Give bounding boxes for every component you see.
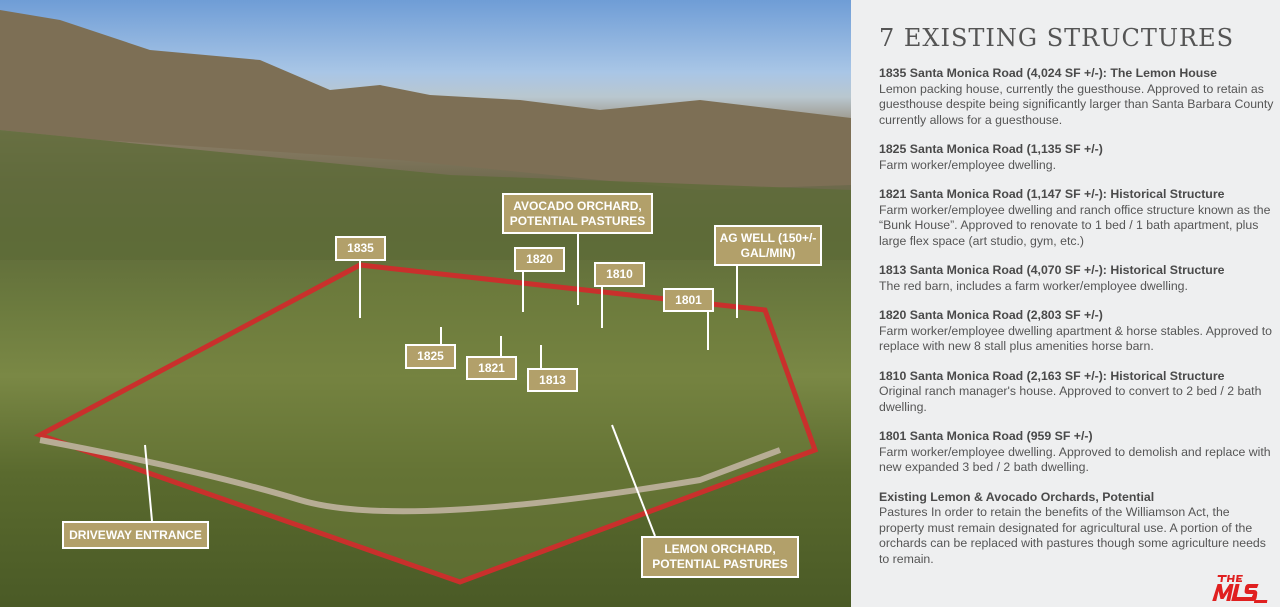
structure-item: 1801 Santa Monica Road (959 SF +/-)Farm … — [879, 429, 1274, 476]
aerial-photo: 1835 AVOCADO ORCHARD, POTENTIAL PASTURES… — [0, 0, 851, 607]
structure-item: 1821 Santa Monica Road (1,147 SF +/-): H… — [879, 187, 1274, 249]
structure-heading: 1825 Santa Monica Road (1,135 SF +/-) — [879, 142, 1103, 156]
structure-heading: 1813 Santa Monica Road (4,070 SF +/-): H… — [879, 263, 1225, 277]
structure-heading: 1835 Santa Monica Road (4,024 SF +/-): T… — [879, 66, 1217, 80]
structure-description: Farm worker/employee dwelling apartment … — [879, 323, 1273, 354]
structure-heading: 1801 Santa Monica Road (959 SF +/-) — [879, 429, 1093, 443]
structure-description: Farm worker/employee dwelling. — [879, 157, 1057, 172]
label-ag-well: AG WELL (150+/- GAL/MIN) — [714, 225, 822, 266]
driveway — [39, 437, 782, 515]
structure-description: Original ranch manager's house. Approved… — [879, 384, 1262, 414]
structure-item: 1825 Santa Monica Road (1,135 SF +/-)Far… — [879, 142, 1274, 173]
leader-lines — [144, 233, 738, 537]
label-1821: 1821 — [466, 356, 517, 380]
property-map-overlay — [0, 10, 851, 585]
structure-item: 1810 Santa Monica Road (2,163 SF +/-): H… — [879, 369, 1274, 416]
structure-heading: 1810 Santa Monica Road (2,163 SF +/-): H… — [879, 368, 1225, 383]
label-1835: 1835 — [335, 236, 386, 261]
label-1801: 1801 — [663, 288, 714, 312]
structure-heading: 1821 Santa Monica Road (1,147 SF +/-): H… — [879, 187, 1225, 201]
structure-item: 1820 Santa Monica Road (2,803 SF +/-)Far… — [879, 308, 1274, 355]
label-lemon-orchard: LEMON ORCHARD, POTENTIAL PASTURES — [641, 536, 799, 578]
structure-item: 1835 Santa Monica Road (4,024 SF +/-): T… — [879, 66, 1274, 128]
label-1820: 1820 — [514, 247, 565, 272]
label-driveway-entrance: DRIVEWAY ENTRANCE — [62, 521, 209, 549]
structure-heading: 1820 Santa Monica Road (2,803 SF +/-) — [879, 308, 1103, 322]
structure-description: Lemon packing house, currently the guest… — [879, 81, 1274, 127]
panel-title: 7 EXISTING STRUCTURES — [879, 24, 1235, 52]
structures-panel: 7 EXISTING STRUCTURES 1835 Santa Monica … — [851, 0, 1280, 607]
label-1825: 1825 — [405, 344, 456, 369]
structure-description: Farm worker/employee dwelling and ranch … — [879, 202, 1271, 248]
label-1813: 1813 — [527, 368, 578, 392]
structure-item: Existing Lemon & Avocado Orchards, Poten… — [879, 490, 1274, 568]
label-avocado-orchard: AVOCADO ORCHARD, POTENTIAL PASTURES — [502, 193, 653, 234]
property-boundary — [33, 262, 819, 585]
mls-logo — [1212, 575, 1268, 603]
mountains — [0, 10, 851, 190]
structure-heading: Existing Lemon & Avocado Orchards, Poten… — [879, 489, 1155, 504]
structure-description: Farm worker/employee dwelling. Approved … — [879, 444, 1271, 475]
label-1810: 1810 — [594, 262, 645, 287]
structure-description: Pastures In order to retain the benefits… — [879, 505, 1266, 566]
structure-item: 1813 Santa Monica Road (4,070 SF +/-): H… — [879, 263, 1274, 294]
structure-description: The red barn, includes a farm worker/emp… — [879, 278, 1188, 293]
